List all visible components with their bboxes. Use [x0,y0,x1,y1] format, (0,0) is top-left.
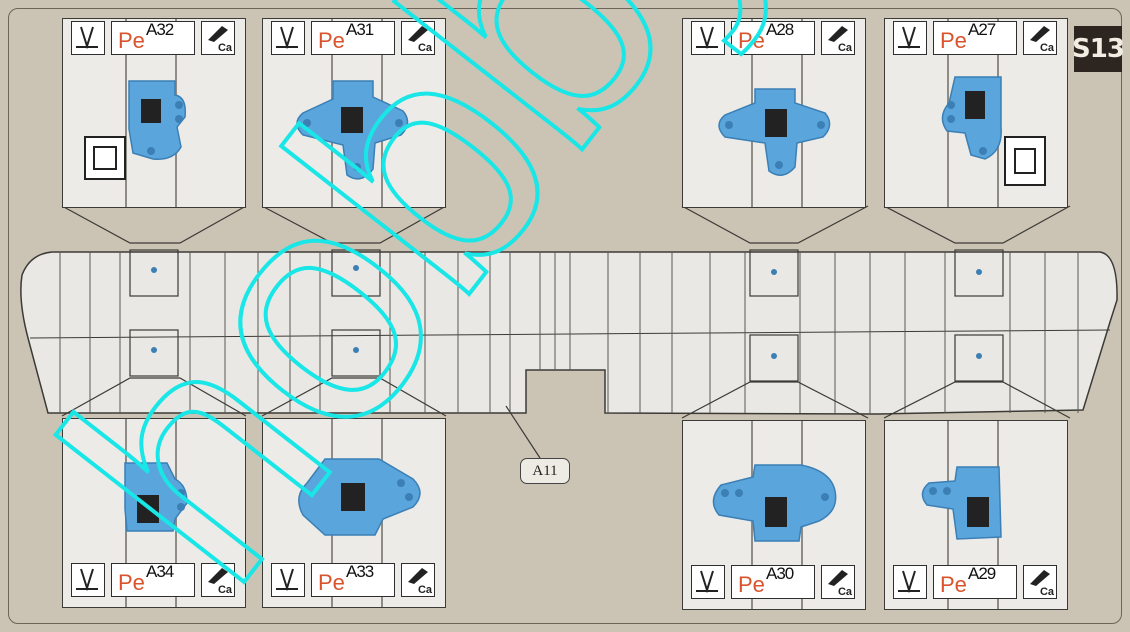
glue-ca-icon: Ca [401,563,435,597]
glue-ca-icon: Ca [1023,565,1057,599]
mount-bracket-a32 [63,19,246,208]
cut-icon [271,563,305,597]
cut-icon [71,563,105,597]
callout-a11: A11 [520,458,570,484]
step-badge: S13 [1074,26,1122,72]
part-number: A34 [146,562,173,582]
cut-icon [691,565,725,599]
glue-ca-icon: Ca [201,563,235,597]
wing-outline [21,252,1117,414]
mount-bracket-a27 [885,19,1068,208]
part-number: A30 [766,564,793,584]
mount-bracket-a28 [683,19,866,208]
part-number: A33 [346,562,373,582]
cut-icon [893,565,927,599]
mount-bracket-a31 [263,19,446,208]
part-number: A29 [968,564,995,584]
glue-ca-icon: Ca [821,565,855,599]
